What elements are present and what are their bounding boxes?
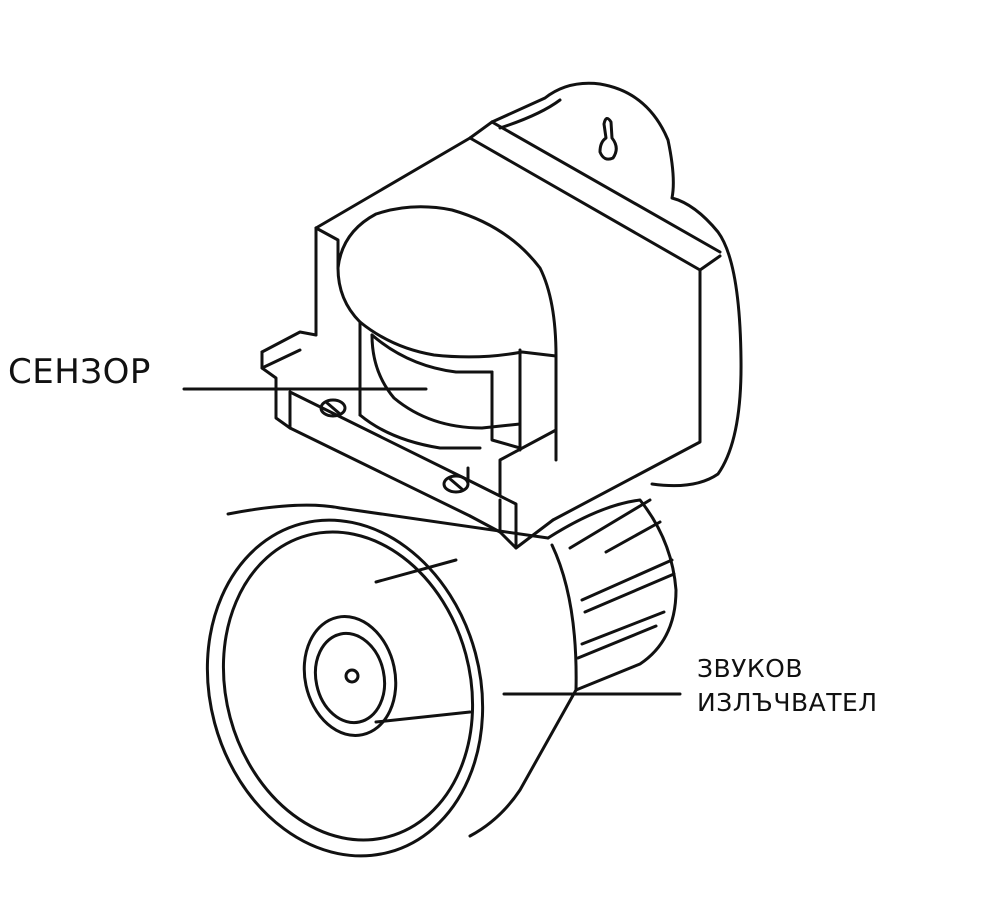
screws: [319, 398, 470, 494]
emitter-label: ЗВУКОВ ИЗЛЪЧВАТЕЛ: [697, 652, 878, 720]
keyhole-slot: [598, 117, 618, 161]
emitter-body: [546, 498, 678, 692]
horn-center-hole: [344, 668, 360, 684]
sensor-housing: [314, 120, 722, 522]
horn: [205, 503, 578, 858]
mounting-bracket: [490, 81, 743, 488]
emitter-label-line1: ЗВУКОВ: [697, 654, 803, 683]
emitter-label-line2: ИЗЛЪЧВАТЕЛ: [697, 688, 878, 717]
sensor-label: СЕНЗОР: [8, 352, 151, 392]
sensor-dome: [336, 205, 558, 462]
